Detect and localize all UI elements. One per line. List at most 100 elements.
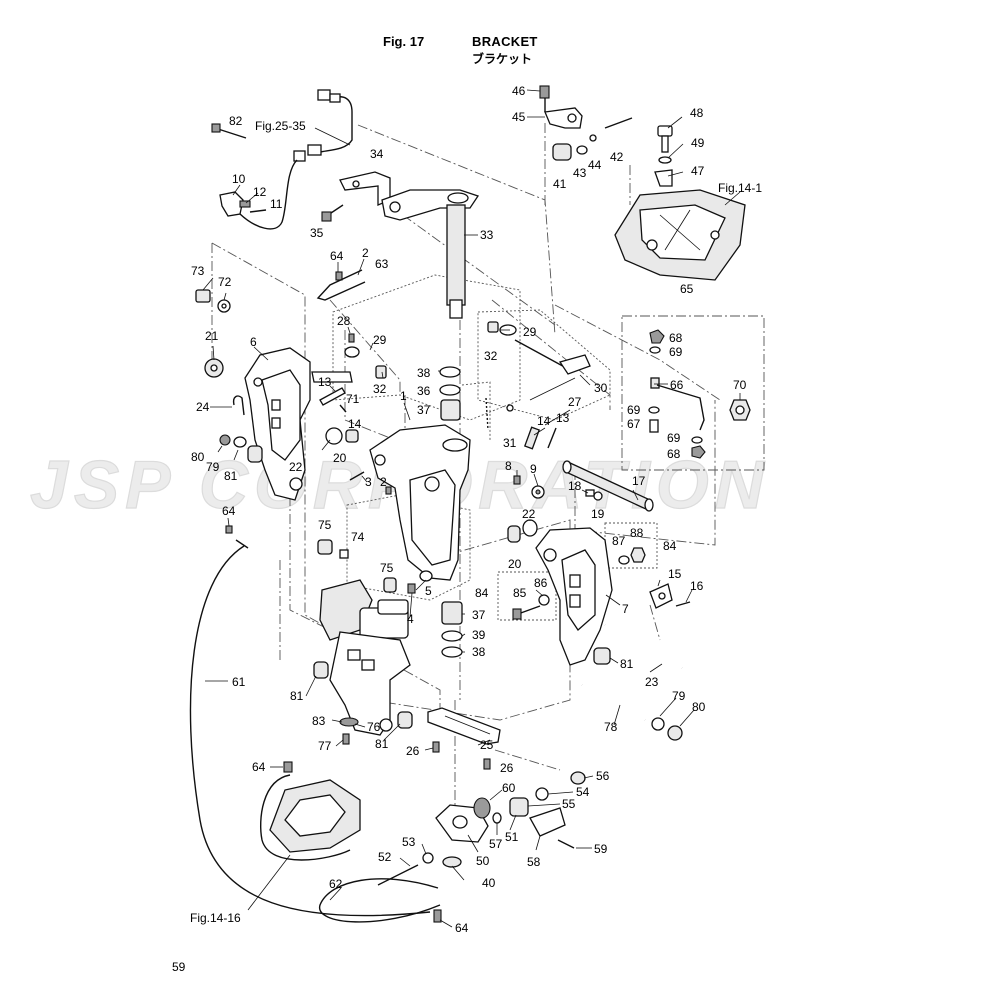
- steering-clamp-50: [377, 804, 489, 886]
- bolt-73: [195, 289, 231, 313]
- pin-28: [344, 333, 387, 379]
- callout-64-top: 64: [330, 249, 344, 263]
- callout-20-left: 20: [333, 451, 347, 465]
- callout-3: 3: [365, 475, 372, 489]
- callout-55: 55: [562, 797, 576, 811]
- callout-33: 33: [480, 228, 494, 242]
- cable-62: [319, 878, 442, 923]
- callout-35: 35: [310, 226, 324, 240]
- callout-2-top: 2: [362, 246, 369, 260]
- washer-stack-top: [439, 366, 461, 421]
- callout-68-bottom: 68: [667, 447, 681, 461]
- callout-22-left: 22: [289, 460, 303, 474]
- callout-75-top: 75: [318, 518, 332, 532]
- callout-20-right: 20: [508, 557, 522, 571]
- clamp-bracket-7: [535, 527, 613, 666]
- callout-73: 73: [191, 264, 205, 278]
- callout-16: 16: [690, 579, 704, 593]
- callout-labels: 46 45 41 43 44 42 48 49 47 82 34 10 12 1…: [190, 84, 762, 935]
- callout-27: 27: [568, 395, 582, 409]
- ref-fig-14-16: Fig.14-16: [190, 911, 241, 925]
- callout-59: 59: [594, 842, 608, 856]
- callout-11: 11: [270, 197, 283, 211]
- callout-84-right: 84: [663, 539, 677, 553]
- figure-title-japanese: ブラケット: [472, 52, 533, 66]
- clip-15: [649, 583, 691, 609]
- callout-26-left: 26: [406, 744, 420, 758]
- callout-34: 34: [370, 147, 384, 161]
- bolt-48-assembly: [654, 125, 673, 187]
- bushing-75: [317, 539, 433, 594]
- callout-29-right: 29: [523, 325, 537, 339]
- callout-68-top: 68: [669, 331, 683, 345]
- callout-52: 52: [378, 850, 392, 864]
- callout-13-left: 13: [318, 375, 332, 389]
- callout-4: 4: [407, 612, 414, 626]
- washer-stack-bottom: [441, 601, 463, 658]
- callout-6: 6: [250, 335, 257, 349]
- callout-7: 7: [622, 602, 629, 616]
- callout-69-bottom: 69: [667, 431, 681, 445]
- callout-44: 44: [588, 158, 602, 172]
- callout-37-top: 37: [417, 403, 431, 417]
- callout-80-left: 80: [191, 450, 205, 464]
- figure-number: Fig. 17: [383, 34, 425, 49]
- clamp-10: [219, 191, 267, 217]
- callout-2-mid: 2: [380, 475, 387, 489]
- callout-25: 25: [480, 738, 494, 752]
- callout-60: 60: [502, 781, 516, 795]
- callout-19: 19: [591, 507, 605, 521]
- callout-64-bottom: 64: [455, 921, 469, 935]
- callout-12: 12: [253, 185, 267, 199]
- callout-81-lower-left: 81: [290, 689, 304, 703]
- bushing-21: [204, 358, 224, 378]
- callout-17: 17: [632, 474, 646, 488]
- callout-8: 8: [505, 459, 512, 473]
- clamp-bracket-6: [244, 347, 311, 501]
- page-header: Fig. 17 BRACKET ブラケット: [0, 0, 1000, 70]
- callout-61: 61: [232, 675, 246, 689]
- callout-81-left: 81: [224, 469, 238, 483]
- callout-80-right: 80: [692, 700, 706, 714]
- power-tilt-unit: [319, 579, 411, 736]
- nut-88: [618, 547, 646, 565]
- callout-62: 62: [329, 877, 343, 891]
- callout-9: 9: [530, 462, 537, 476]
- callout-41: 41: [553, 177, 567, 191]
- bushing-20-center: [507, 519, 538, 543]
- swivel-bracket-1: [369, 424, 471, 581]
- callout-81-right: 81: [620, 657, 634, 671]
- bushing-81-mid: [397, 711, 413, 729]
- hook-24: [232, 395, 245, 416]
- callout-22-right: 22: [522, 507, 536, 521]
- callout-24: 24: [196, 400, 210, 414]
- callout-1: 1: [400, 389, 407, 403]
- wiring-harness: [239, 89, 353, 230]
- callout-53: 53: [402, 835, 416, 849]
- callout-74: 74: [351, 530, 365, 544]
- callout-5: 5: [425, 584, 432, 598]
- callout-79-left: 79: [206, 460, 220, 474]
- callout-81-bottom: 81: [375, 737, 389, 751]
- ref-fig-14-1: Fig.14-1: [718, 181, 762, 195]
- callout-87: 87: [612, 534, 626, 548]
- callout-48: 48: [690, 106, 704, 120]
- fitting-70: [729, 399, 751, 421]
- callout-32-right: 32: [484, 349, 498, 363]
- callout-14-right: 14: [537, 414, 551, 428]
- callout-88: 88: [630, 526, 644, 540]
- callout-67: 67: [627, 417, 641, 431]
- plate-25: [427, 707, 501, 770]
- callout-31: 31: [503, 436, 517, 450]
- callout-37-bottom: 37: [472, 608, 486, 622]
- callout-28: 28: [337, 314, 351, 328]
- callout-43: 43: [573, 166, 587, 180]
- bushing-81-right: [593, 647, 611, 665]
- callout-21: 21: [205, 329, 219, 343]
- callout-29-left: 29: [373, 333, 387, 347]
- tilt-tube-17: [562, 460, 654, 512]
- callout-76: 76: [367, 720, 381, 734]
- callout-84-left: 84: [475, 586, 489, 600]
- callout-77: 77: [318, 739, 332, 753]
- callout-51: 51: [505, 830, 519, 844]
